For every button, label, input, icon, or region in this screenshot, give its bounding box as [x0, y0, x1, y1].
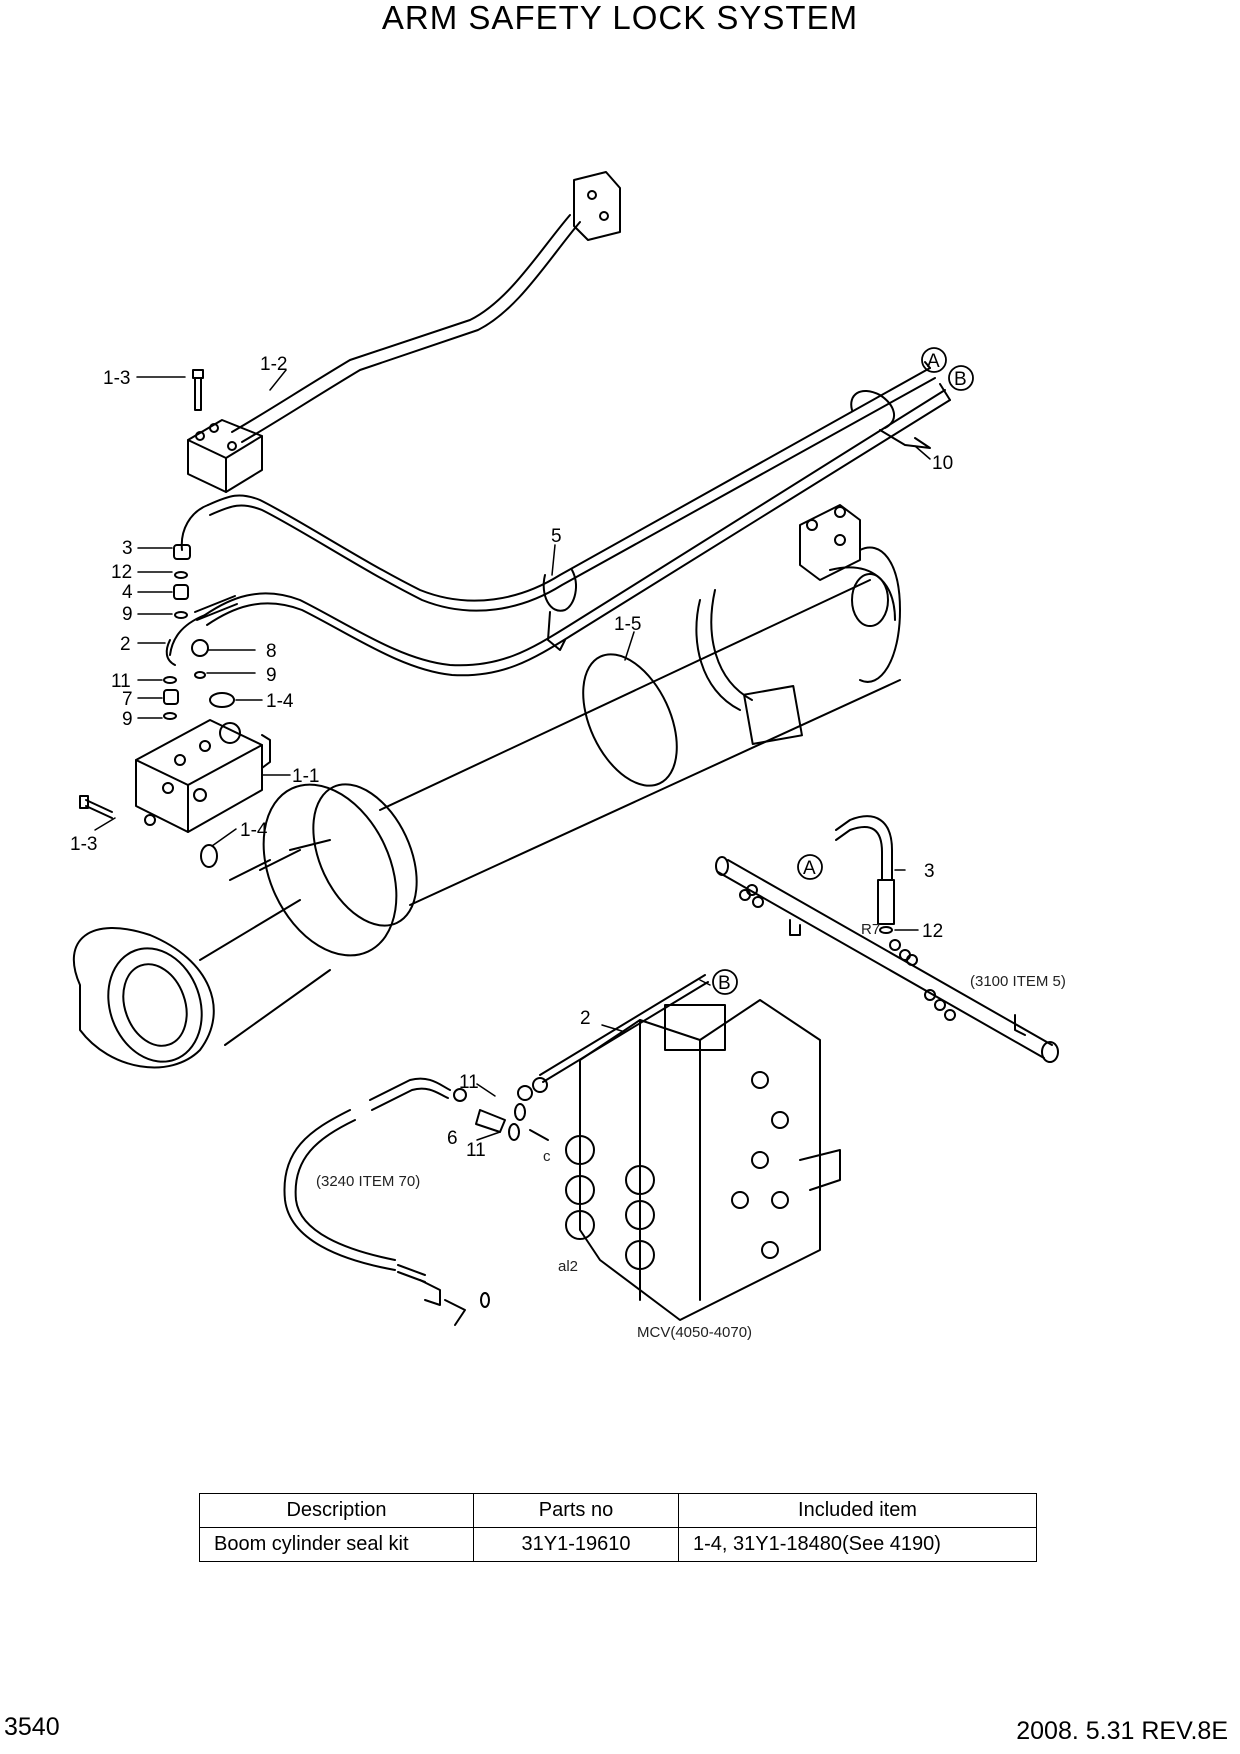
- manifold-3100: [715, 815, 1059, 1063]
- callout-11-b: 11: [466, 1140, 486, 1161]
- callout-3-left: 3: [122, 538, 133, 559]
- header-parts-no: Parts no: [473, 1493, 679, 1528]
- page-number: 3540: [4, 1713, 60, 1741]
- bolt-1-3-top: [192, 369, 204, 411]
- callout-7: 7: [122, 689, 133, 710]
- o-ring-1-4: [200, 844, 218, 868]
- cell-included-item: 1-4, 31Y1-18480(See 4190): [678, 1527, 1037, 1562]
- callout-11-a: 11: [459, 1072, 479, 1093]
- callout-3-right: 3: [924, 861, 935, 882]
- port-c-label: c: [543, 1148, 551, 1165]
- hose-2-fitting: [194, 595, 238, 621]
- ref-b-top: B: [954, 369, 967, 390]
- callout-2-left: 2: [120, 634, 131, 655]
- callout-12-left: 12: [111, 562, 132, 583]
- callout-9-a: 9: [122, 604, 133, 625]
- ref-a-top: A: [927, 351, 940, 372]
- callout-1-3-top: 1-3: [103, 368, 130, 389]
- mcv-label: MCV(4050-4070): [637, 1324, 752, 1341]
- callout-9-b: 9: [266, 665, 277, 686]
- mcv-hoses: [283, 974, 709, 1326]
- callout-1-2: 1-2: [260, 354, 287, 375]
- long-pipes-a-b: [169, 361, 951, 677]
- callout-4: 4: [122, 582, 133, 603]
- boom-cylinder: [72, 504, 901, 1069]
- ref-a-right: A: [803, 858, 816, 879]
- header-included-item: Included item: [678, 1493, 1037, 1528]
- revision-date: 2008. 5.31 REV.8E: [1016, 1717, 1228, 1745]
- callout-1-4-top: 1-4: [266, 691, 294, 712]
- callout-5: 5: [551, 526, 562, 547]
- callout-8: 8: [266, 641, 277, 662]
- mcv-valve: [565, 999, 841, 1321]
- header-description: Description: [199, 1493, 474, 1528]
- callout-1-3-bottom: 1-3: [70, 834, 97, 855]
- callout-6: 6: [447, 1128, 458, 1149]
- callout-9-c: 9: [122, 709, 133, 730]
- parts-table: Description Parts no Included item Boom …: [199, 1493, 1037, 1562]
- cell-parts-no: 31Y1-19610: [473, 1527, 679, 1562]
- ref-b-bottom: B: [718, 973, 731, 994]
- fittings-stack: [163, 544, 235, 720]
- ref-3240-item-70: (3240 ITEM 70): [316, 1173, 420, 1190]
- ref-3100-item-5: (3100 ITEM 5): [970, 973, 1066, 990]
- clamp-10: [850, 390, 931, 449]
- valve-block-1-1: [135, 719, 271, 833]
- table-header-row: Description Parts no Included item: [199, 1493, 1037, 1528]
- clamp-5: [542, 569, 577, 651]
- table-row: Boom cylinder seal kit 31Y1-19610 1-4, 3…: [199, 1527, 1037, 1562]
- pipe-1-2: [187, 171, 621, 493]
- callout-11-left: 11: [111, 671, 131, 692]
- port-al2-label: al2: [558, 1258, 578, 1275]
- callout-1-5: 1-5: [614, 614, 641, 635]
- leader-lines: [94, 369, 931, 1141]
- callout-1-1: 1-1: [292, 766, 319, 787]
- callout-2-bottom: 2: [580, 1008, 591, 1029]
- callout-10: 10: [932, 453, 953, 474]
- callout-12-right: 12: [922, 921, 943, 942]
- page-title: ARM SAFETY LOCK SYSTEM: [381, 0, 859, 36]
- callout-1-4-bottom: 1-4: [240, 820, 268, 841]
- cell-description: Boom cylinder seal kit: [199, 1527, 474, 1562]
- label-r7: R7: [861, 921, 880, 938]
- bolt-1-3-bottom: [79, 795, 113, 819]
